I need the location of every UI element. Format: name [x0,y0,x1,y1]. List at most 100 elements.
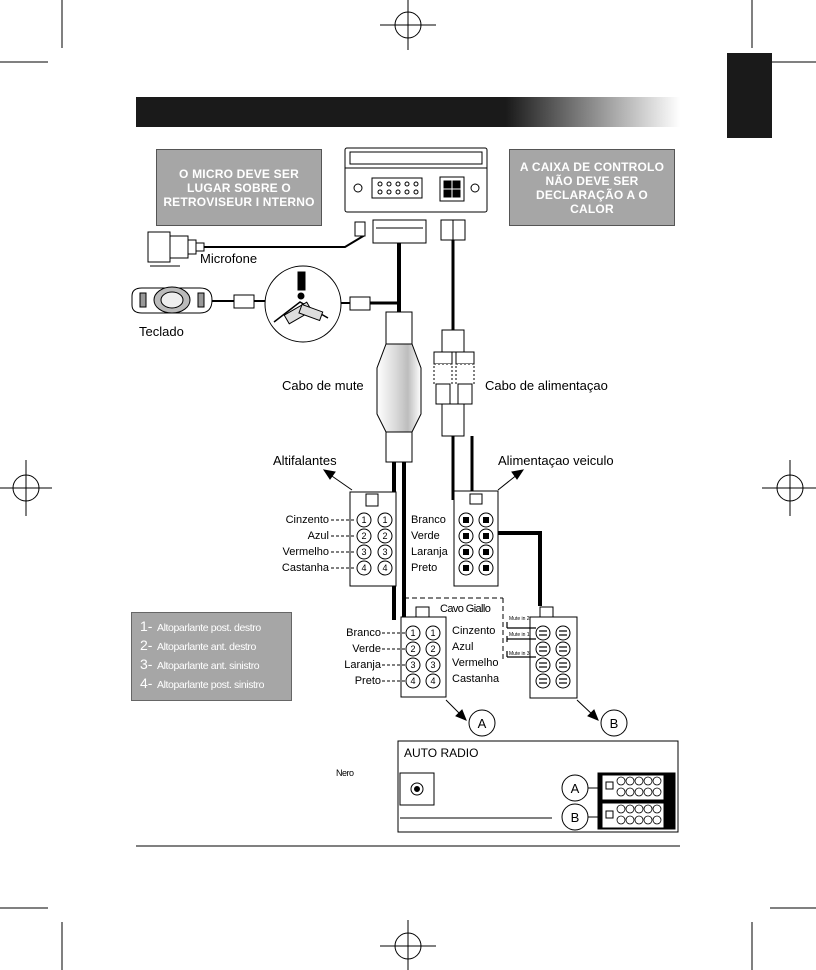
mute-in-2-label: Mute in 2 [509,616,530,622]
legend-text: Altoparlante post. destro [157,622,261,634]
radio-pin-1 [405,625,441,641]
altifalantes-label: Altifalantes [273,453,337,468]
speaker-pin-num-2a: 2 [361,531,366,541]
speaker-leaders [331,519,356,569]
power-plug [440,219,466,241]
radio-label-left-1: Branco [346,627,381,639]
main-plug [372,219,427,244]
radio-pin-num-1a: 1 [410,628,415,638]
radio-label-left-4: Preto [355,675,381,687]
circle-a-letter: A [478,716,487,731]
control-box [344,147,488,213]
legend-num: 1- [140,618,153,634]
speaker-label-right-2: Verde [411,530,440,542]
microfone-label: Microfone [200,251,257,266]
speaker-legend: 1- Altoparlante post. destro 2- Altoparl… [131,612,292,701]
radio-circle-b-letter: B [571,810,580,825]
cabo-mute-label: Cabo de mute [282,378,364,393]
speaker-pin-num-4b: 4 [382,563,387,573]
legend-num: 4- [140,675,153,691]
power-cable [433,240,475,500]
radio-circle-b [561,803,600,831]
speaker-pin-1 [356,512,393,528]
arrow-to-a [445,699,467,721]
radio-leaders [382,632,405,682]
arrow-to-b [576,699,599,721]
arrow-altifalantes [322,469,353,491]
registration-mark-right [762,460,816,516]
circle-a [468,709,496,737]
speaker-pin-2 [356,528,393,544]
radio-circle-a [561,774,600,802]
radio-pin-num-2b: 2 [430,644,435,654]
radio-pin-2 [405,641,441,657]
radio-pin-4 [405,673,441,689]
circle-b-letter: B [610,716,619,731]
speaker-label-right-1: Branco [411,514,446,526]
radio-label-right-1: Cinzento [452,625,495,637]
radio-pin-num-1b: 1 [430,628,435,638]
radio-pin-num-2a: 2 [410,644,415,654]
radio-label-right-2: Azul [452,641,473,653]
connection-detail-icon [264,265,342,343]
alimentacao-veiculo-label: Alimentaçao veiculo [498,453,614,468]
auto-radio-label: AUTO RADIO [404,746,478,760]
vehicle-power-connector [453,490,499,587]
legend-num: 3- [140,656,153,672]
speaker-label-right-4: Preto [411,562,437,574]
speaker-pin-num-3b: 3 [382,547,387,557]
speaker-label-right-3: Laranja [411,546,449,558]
cabo-alimentacao-label: Cabo de alimentaçao [485,378,608,393]
radio-label-right-3: Vermelho [452,657,498,669]
speaker-label-left-1: Cinzento [286,514,329,526]
radio-label-right-4: Castanha [452,673,500,685]
radio-pin-3 [405,657,441,673]
legend-row: 1- Altoparlante post. destro [140,618,291,637]
radio-label-left-3: Laranja [344,659,382,671]
registration-mark-left [0,460,52,516]
speaker-label-left-4: Castanha [282,562,330,574]
legend-num: 2- [140,637,153,653]
mute-cable [376,243,422,620]
radio-circle-a-letter: A [571,781,580,796]
speaker-connector [349,491,397,587]
speaker-pin-num-1b: 1 [382,515,387,525]
legend-text: Altoparlante ant. sinistro [157,660,260,672]
speaker-pin-4 [356,560,393,576]
control-box-heat-note: A CAIXA DE CONTROLO NÃO DEVE SER DECLARA… [509,149,675,226]
auto-radio-unit [397,740,679,833]
legend-row: 2- Altoparlante ant. destro [140,637,291,656]
microphone-placement-note: O MICRO DEVE SER LUGAR SOBRE O RETROVISE… [156,149,322,226]
circle-b [600,709,628,737]
power-to-b-cable [498,531,542,606]
radio-pin-num-3a: 3 [410,660,415,670]
radio-pin-num-4b: 4 [430,676,435,686]
arrow-alimentacao [497,469,525,491]
speaker-pin-num-4a: 4 [361,563,366,573]
cavo-giallo-label: Cavo Giallo [440,603,491,615]
registration-mark-top [380,0,436,50]
speaker-pin-num-2b: 2 [382,531,387,541]
connector-b [529,606,578,699]
teclado-label: Teclado [139,324,184,339]
legend-row: 3- Altoparlante ant. sinistro [140,656,291,675]
registration-mark-bottom [380,920,436,970]
legend-text: Altoparlante ant. destro [157,641,256,653]
speaker-pin-3 [356,544,393,560]
radio-pin-num-4a: 4 [410,676,415,686]
speaker-pin-num-3a: 3 [361,547,366,557]
language-tab [727,53,772,138]
mute-in-3-label: Mute in 3 [509,651,530,657]
radio-pin-num-3b: 3 [430,660,435,670]
header-bar [136,97,680,127]
microphone-icon [147,221,366,267]
nero-label: Nero [336,768,354,778]
keypad-icon [131,286,265,314]
speaker-pin-num-1a: 1 [361,515,366,525]
speaker-label-left-2: Azul [308,530,329,542]
mute-in-1-label: Mute in 1 [509,632,530,638]
speaker-label-left-3: Vermelho [283,546,329,558]
legend-row: 4- Altoparlante post. sinistro [140,675,291,694]
